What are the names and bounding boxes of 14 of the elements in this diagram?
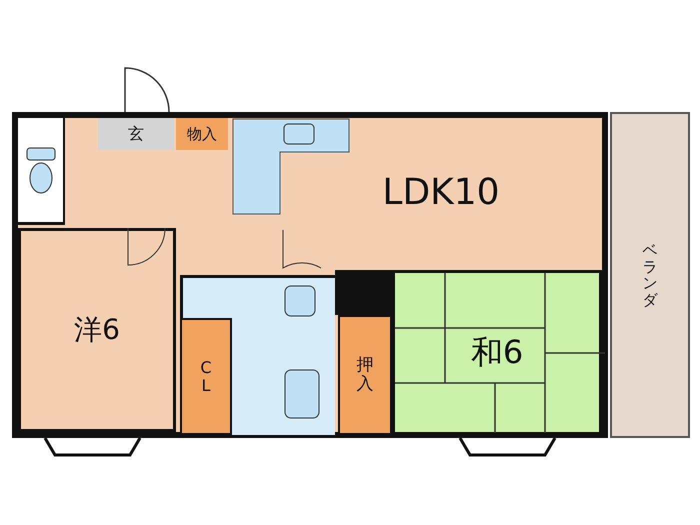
room bbox=[338, 315, 392, 435]
room bbox=[18, 228, 176, 432]
room bbox=[180, 318, 232, 435]
room-label: 玄 bbox=[128, 125, 144, 143]
balcony-label: ベランダ bbox=[642, 242, 658, 308]
room-label: 和6 bbox=[470, 334, 524, 370]
balcony bbox=[610, 112, 690, 438]
room-label: CL bbox=[199, 358, 213, 394]
room bbox=[98, 118, 174, 150]
room bbox=[176, 118, 228, 150]
room-label: 押入 bbox=[356, 356, 374, 394]
room-label: 物入 bbox=[187, 126, 217, 142]
room-label: 洋6 bbox=[74, 314, 120, 346]
room-label: LDK10 bbox=[382, 173, 500, 213]
